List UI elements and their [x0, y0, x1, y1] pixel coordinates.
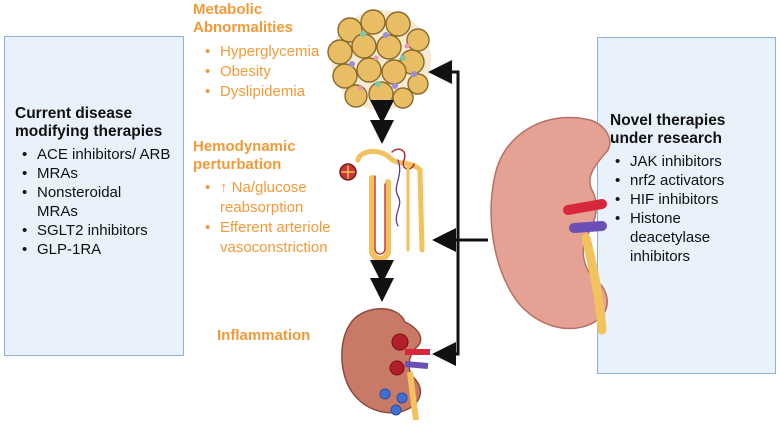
novel-therapies-title: Novel therapies under research — [610, 112, 725, 148]
current-therapy-item: Nonsteroidal MRAs — [17, 183, 147, 221]
current-therapies-title-line1: Current disease — [15, 105, 133, 122]
hemodynamic-list: ↑ Na/glucose reabsorption Efferent arter… — [198, 178, 344, 258]
current-therapies-title-line2: modifying therapies — [15, 123, 163, 140]
novel-therapy-item: HIF inhibitors — [610, 190, 770, 209]
nephron-icon — [339, 148, 425, 262]
metabolic-heading: Metabolic Abnormalities — [193, 1, 293, 37]
current-therapies-list: ACE inhibitors/ ARB MRAs Nonsteroidal MR… — [17, 145, 177, 259]
novel-therapies-title-line1: Novel therapies — [610, 112, 726, 129]
current-therapies-panel: Current disease modifying therapies ACE … — [4, 36, 184, 356]
current-therapy-item: SGLT2 inhibitors — [17, 221, 177, 240]
metabolic-item: Obesity — [198, 62, 348, 82]
connector-arrows — [370, 60, 488, 366]
metabolic-heading-line2: Abnormalities — [193, 19, 294, 36]
inflammation-heading: Inflammation — [217, 327, 311, 344]
metabolic-heading-line1: Metabolic — [193, 1, 263, 18]
current-therapy-item: ACE inhibitors/ ARB — [17, 145, 177, 164]
hemodynamic-heading-line1: Hemodynamic — [193, 138, 296, 155]
current-therapy-item: MRAs — [17, 164, 177, 183]
hemodynamic-heading: Hemodynamic perturbation — [193, 138, 296, 174]
novel-therapies-panel: Novel therapies under research JAK inhib… — [597, 37, 776, 374]
hemodynamic-item: Efferent arteriole vasoconstriction — [198, 218, 344, 258]
adipose-cells-icon — [327, 9, 431, 110]
metabolic-item: Dyslipidemia — [198, 82, 348, 102]
novel-therapies-title-line2: under research — [610, 130, 722, 147]
kidney-icon — [490, 116, 611, 335]
hemodynamic-heading-line2: perturbation — [193, 156, 282, 173]
novel-therapy-item: Histone deacetylase inhibitors — [610, 209, 730, 266]
novel-therapies-list: JAK inhibitors nrf2 activators HIF inhib… — [610, 152, 770, 266]
metabolic-item: Hyperglycemia — [198, 42, 348, 62]
novel-therapy-item: nrf2 activators — [610, 171, 770, 190]
current-therapy-item: GLP-1RA — [17, 240, 177, 259]
hemodynamic-item: ↑ Na/glucose reabsorption — [198, 178, 344, 218]
metabolic-list: Hyperglycemia Obesity Dyslipidemia — [198, 42, 348, 102]
inflamed-kidney-icon — [341, 307, 430, 421]
novel-therapy-item: JAK inhibitors — [610, 152, 770, 171]
current-therapies-title: Current disease modifying therapies — [15, 105, 162, 141]
